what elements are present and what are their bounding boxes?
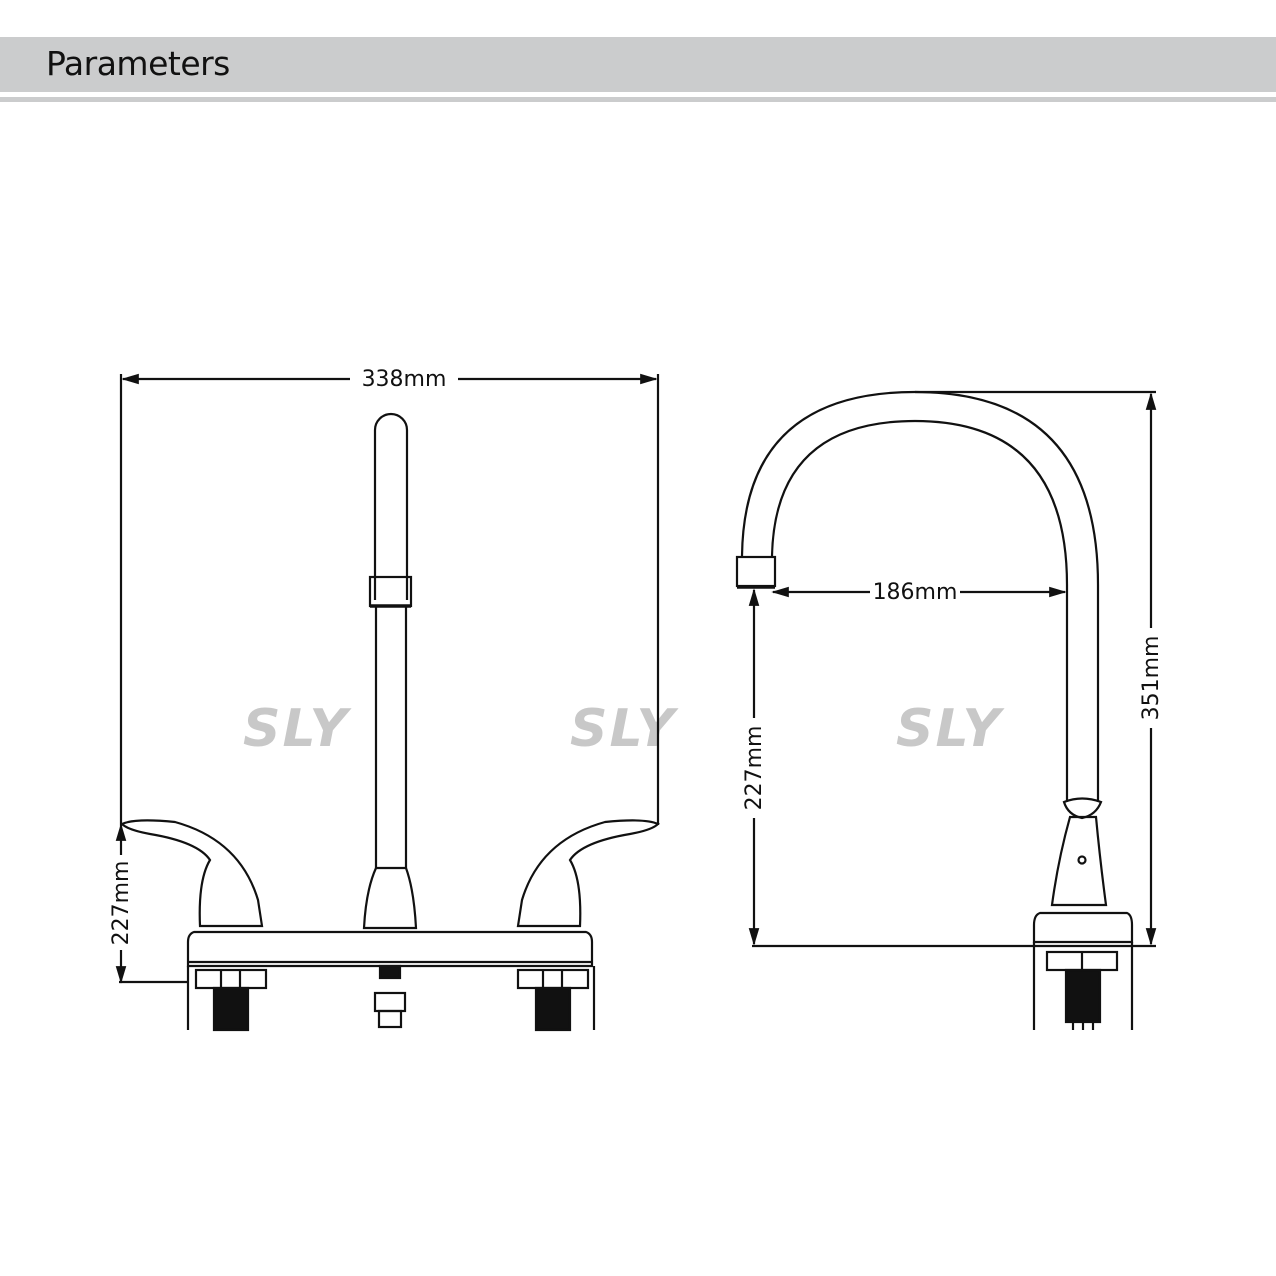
set-screw [1077,855,1087,865]
left-valve-mount [194,968,268,1032]
watermark-logo-1: SLY [243,699,352,759]
spout-tube [373,412,409,600]
watermark-logo-2: SLY [570,699,679,759]
dimension-overall-height [915,390,1157,946]
side-threaded-shank [1064,968,1102,1024]
watermark-logo-3: SLY [896,699,1005,759]
spout-body [1050,815,1108,907]
dimension-label-overall-height: 351mm [1139,636,1164,721]
dimension-label-overall-width: 338mm [362,367,447,392]
deck-plate [186,930,594,968]
side-view: 351mm 186mm 227mm [735,390,1164,1030]
dimension-spout-clearance [748,588,1156,948]
right-valve-mount [516,968,590,1032]
aerator [735,555,777,588]
dimension-label-spout-reach: 186mm [873,580,958,605]
watermark-logos: SLY SLY SLY [243,699,1005,759]
side-base [1032,911,1134,944]
gooseneck-inner [770,419,1069,802]
dimension-handle-height [115,823,188,984]
right-handle [516,819,660,928]
header-bar [0,37,1276,92]
dimension-overall-width [119,373,660,825]
left-handle [120,819,264,928]
swivel-collar [1062,797,1103,820]
dimension-label-handle-height: 227mm [109,861,134,946]
spout-base [362,866,418,930]
dimension-label-spout-clearance: 227mm [742,726,767,811]
header-divider [0,97,1276,102]
front-view: 338mm 227mm [109,367,660,1032]
center-connector [373,964,407,1029]
page-title: Parameters [46,44,230,83]
spout-collar [368,575,413,608]
